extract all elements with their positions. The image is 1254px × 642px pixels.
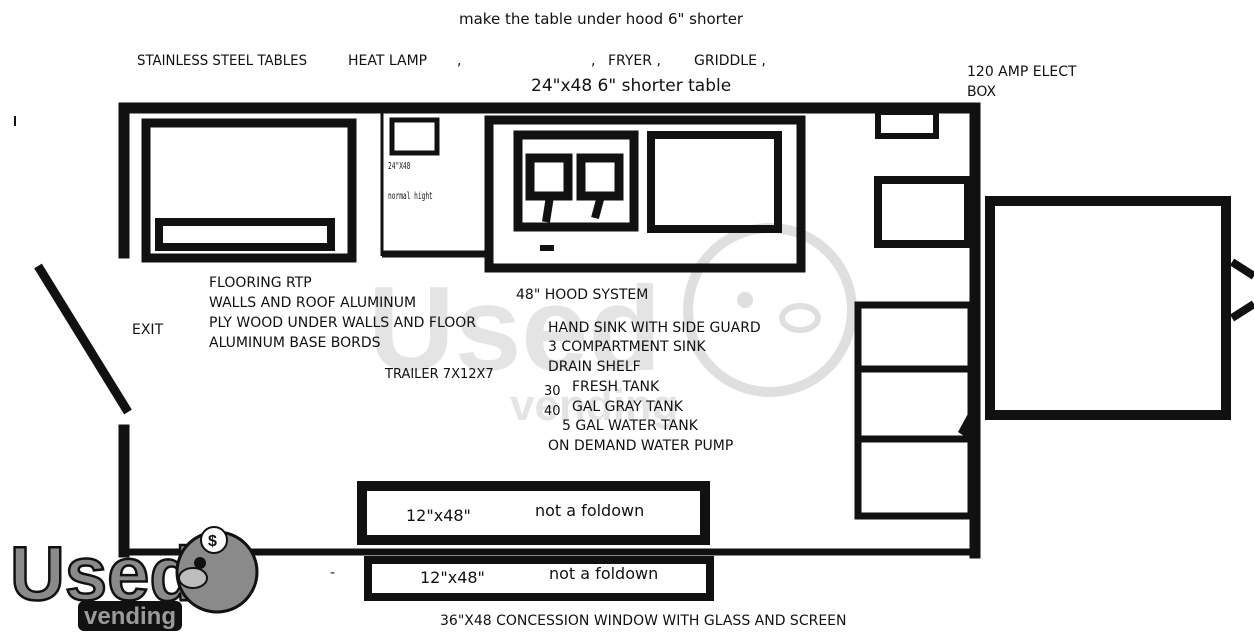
tank-number-40: 40 bbox=[544, 404, 561, 419]
feature-drain-shelf: DRAIN SHELF bbox=[548, 359, 641, 375]
watermark-vending-text: vending bbox=[510, 381, 679, 430]
feature-hand-sink: HAND SINK WITH SIDE GUARD bbox=[548, 321, 761, 335]
stainless-tables-label: STAINLESS STEEL TABLES bbox=[137, 53, 308, 69]
trailer-walls bbox=[118, 102, 981, 559]
small-table-height: normal hight bbox=[388, 191, 433, 202]
comma-2: , bbox=[591, 53, 596, 69]
feature-water-tank: 5 GAL WATER TANK bbox=[562, 418, 698, 434]
fryer-handle-right bbox=[591, 194, 605, 220]
logo-pig-snout bbox=[178, 567, 208, 589]
finish-flooring: FLOORING RTP bbox=[209, 275, 312, 291]
counter-outside bbox=[364, 556, 714, 601]
small-table-size: 24"X48 bbox=[388, 161, 411, 172]
exit-door bbox=[34, 263, 132, 415]
small-table-shelf bbox=[389, 117, 440, 156]
hood-outline bbox=[484, 115, 806, 273]
counter-1-size: 12"x48" bbox=[406, 506, 471, 525]
feature-3-compartment-sink: 3 COMPARTMENT SINK bbox=[548, 339, 706, 355]
fryer-block bbox=[513, 130, 639, 232]
electric-box bbox=[875, 109, 939, 139]
fryer-label: FRYER , bbox=[608, 53, 661, 69]
concession-window-note: 36"X48 CONCESSION WINDOW WITH GLASS AND … bbox=[440, 613, 847, 629]
feature-gray-tank: GAL GRAY TANK bbox=[572, 399, 683, 415]
fryer-basket-right bbox=[576, 153, 624, 201]
sink-compartment-2 bbox=[854, 365, 975, 443]
finish-plywood: PLY WOOD UNDER WALLS AND FLOOR bbox=[209, 315, 477, 331]
fryer-handle-left bbox=[542, 195, 554, 223]
dash-mark: - bbox=[330, 565, 336, 581]
watermark-pig-eye bbox=[737, 292, 753, 308]
tongue-box bbox=[985, 196, 1231, 420]
margin-tick bbox=[14, 116, 16, 126]
feature-fresh-tank: FRESH TANK bbox=[572, 379, 660, 395]
hitch-line-upper bbox=[1229, 258, 1254, 280]
finish-walls: WALLS AND ROOF ALUMINUM bbox=[209, 295, 417, 311]
fryer-basket-left bbox=[525, 153, 573, 201]
counter-1-note: not a foldown bbox=[535, 501, 645, 520]
stainless-table-block bbox=[141, 118, 357, 263]
sink-compartment-1 bbox=[854, 301, 975, 373]
hitch-line-lower bbox=[1229, 300, 1254, 322]
logo-pig-eye bbox=[194, 557, 206, 569]
elect-box-label-line-1: 120 AMP ELECT bbox=[967, 64, 1077, 80]
hood-system-label: 48" HOOD SYSTEM bbox=[516, 287, 649, 303]
counter-2-note: not a foldown bbox=[549, 564, 659, 583]
drain-shelf bbox=[854, 435, 975, 520]
hand-sink bbox=[874, 176, 972, 248]
griddle-block bbox=[647, 131, 782, 233]
logo-coin-symbol: $ bbox=[208, 533, 217, 550]
logo-vending-text: vending bbox=[84, 603, 176, 630]
watermark-pig-outline bbox=[683, 223, 857, 397]
trailer-size: TRAILER 7X12X7 bbox=[385, 367, 494, 382]
exit-label: EXIT bbox=[132, 322, 164, 338]
logo-vending-banner bbox=[78, 601, 182, 631]
watermark-pig-snout bbox=[779, 303, 821, 333]
shorter-table-note: 24"x48 6" shorter table bbox=[531, 76, 732, 96]
tank-number-30: 30 bbox=[544, 384, 561, 399]
counter-2-size: 12"x48" bbox=[420, 568, 485, 587]
comma-1: , bbox=[457, 53, 462, 69]
feature-water-pump: ON DEMAND WATER PUMP bbox=[548, 438, 734, 454]
logo-coin bbox=[200, 526, 228, 554]
elect-box-label-line-2: BOX bbox=[967, 84, 997, 100]
heat-lamp-block bbox=[155, 218, 335, 251]
heat-lamp-label: HEAT LAMP bbox=[348, 53, 428, 69]
sink-faucet bbox=[958, 410, 970, 440]
griddle-label: GRIDDLE , bbox=[694, 53, 766, 69]
top-note: make the table under hood 6" shorter bbox=[459, 10, 744, 28]
used-vending-logo: Used vending $ bbox=[9, 526, 259, 631]
watermark-used-text: Used bbox=[368, 262, 661, 396]
finish-base-boards: ALUMINUM BASE BORDS bbox=[209, 335, 381, 351]
counter-inside bbox=[357, 481, 710, 545]
watermark-logo-faint: Used vending bbox=[368, 223, 857, 430]
